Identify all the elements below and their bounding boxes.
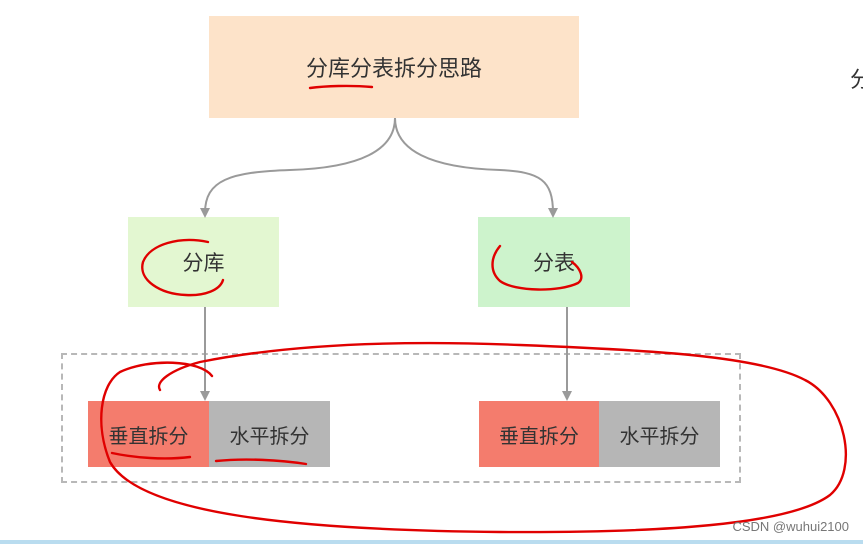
leaf-table-vertical-split: 垂直拆分	[479, 401, 599, 467]
root-node: 分库分表拆分思路	[209, 16, 579, 118]
circle-mark-table	[491, 244, 583, 291]
connector-root-to-database	[200, 117, 396, 218]
leaf-table-horizontal-split: 水平拆分	[599, 401, 720, 467]
underline-vertical-split	[110, 451, 192, 460]
leaf-label: 垂直拆分	[108, 423, 189, 448]
circle-mark-database	[141, 238, 225, 297]
connector-root-to-table	[394, 117, 558, 218]
branch-node-database-label: 分库	[182, 251, 225, 275]
branch-node-table: 分表	[478, 217, 630, 307]
lasso-around-splits	[100, 341, 847, 534]
csdn-watermark: CSDN @wuhui2100	[732, 519, 849, 534]
leaf-label: 水平拆分	[619, 423, 700, 448]
cropped-text-fragment: 分	[850, 68, 863, 93]
underline-root-label	[308, 84, 374, 90]
underline-horizontal-split	[214, 458, 308, 466]
handwritten-annotations	[100, 84, 847, 534]
leaf-label: 垂直拆分	[499, 423, 579, 448]
leaf-database-horizontal-split: 水平拆分	[209, 401, 330, 467]
root-node-label: 分库分表拆分思路	[305, 57, 482, 82]
branch-node-table-label: 分表	[533, 251, 575, 275]
leaf-label: 水平拆分	[229, 423, 310, 448]
bottom-border-line	[0, 540, 863, 544]
branch-node-database: 分库	[128, 217, 279, 307]
split-group-dashed-box	[61, 353, 741, 483]
connector-lines	[200, 117, 572, 401]
